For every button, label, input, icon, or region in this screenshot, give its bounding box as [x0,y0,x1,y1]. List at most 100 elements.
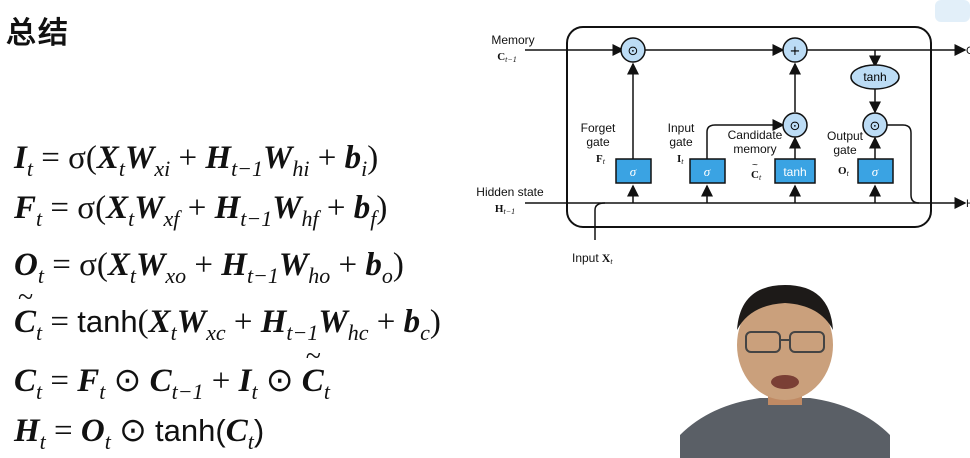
paren: ( [95,190,107,226]
variable-subscript: t [247,429,254,454]
operator: ⊙ [257,363,302,399]
variable-subscript: xo [165,263,187,288]
variable-subscript: t [37,263,44,288]
math-variable: Wxi [125,140,170,180]
paren: ( [96,247,108,283]
variable-subscript: t [323,379,330,404]
paren: ) [429,304,441,340]
math-variable: Xt [96,140,125,180]
variable-symbol: X [148,304,171,340]
right-edge-c: C [966,45,970,57]
activation-function: σ [77,190,96,226]
operator: + [318,190,354,226]
variable-symbol: C [14,363,37,399]
variable-subscript: t [26,156,33,181]
forget-gate-label-2: gate [586,135,610,149]
math-variable: Wxo [136,247,186,287]
output-gate-label-1: Output [827,129,864,143]
variable-subscript: i [361,156,368,181]
variable-symbol: C [225,413,248,449]
math-variable: Wxc [176,304,226,344]
slide-title: 总结 [6,16,70,51]
variable-subscript: t−1 [246,263,279,288]
function-name: tanh( [155,413,226,448]
variable-symbol: W [176,304,207,340]
math-variable: Ot [14,247,44,287]
operator: + [309,140,345,176]
candidate-label-2: memory [733,142,776,156]
variable-subscript: t [104,429,111,454]
odot-symbol: ⊙ [870,119,881,134]
operator: + [225,304,261,340]
input-gate-label-2: gate [669,135,693,149]
math-variable: Ct [14,363,42,403]
math-variable: Wxf [134,190,179,230]
operator: + [203,363,239,399]
paren: ) [367,140,379,176]
variable-symbol: b [353,190,371,226]
input-multiply-icon [782,112,808,138]
math-variable: Ft [77,363,105,403]
equation-row: Ot = σ(XtWxo + Ht−1Who + bo) [14,247,404,287]
math-variable: Ht−1 [221,247,279,287]
equals-sign: = [42,304,78,340]
hidden-state-var: Ht−1 [495,203,515,216]
variable-symbol: W [278,247,309,283]
variable-subscript: xc [206,320,226,345]
output-gate-label-2: gate [833,143,857,157]
presenter-video [680,285,890,458]
candidate-var: Ct [751,169,762,182]
math-variable: Ht−1 [205,140,263,180]
variable-subscript: hi [292,156,310,181]
memory-label: Memory [491,33,534,47]
math-variable: Whi [263,140,309,180]
variable-subscript: t−1 [240,206,273,231]
variable-subscript: t [36,379,43,404]
variable-symbol: C [302,341,324,400]
presenter-hair [737,285,833,330]
presenter-shirt [680,398,890,458]
variable-symbol: W [136,247,166,283]
variable-symbol: b [365,247,382,283]
variable-symbol: F [14,190,37,226]
math-variable: Ft [14,190,42,230]
input-sigma: σ [704,164,711,179]
variable-subscript: t [128,206,135,231]
variable-symbol: C [14,282,36,341]
input-gate-box [689,158,726,184]
variable-subscript: t [39,429,46,454]
memory-add-icon [782,37,808,63]
lstm-diagram: ⊙ + ⊙ ⊙ tanh σ σ tanh σ Memory Ct−1 Hidd… [476,26,970,266]
tanh-label: tanh [863,70,886,84]
activation-function: σ [68,140,86,176]
math-variable: Ct [14,282,42,344]
variable-symbol: H [205,140,232,176]
equals-sign: = [43,247,80,283]
hidden-state-label: Hidden state [476,185,544,199]
variable-symbol: C [149,363,172,399]
variable-subscript: t [129,263,137,288]
math-variable: Whf [272,190,318,230]
variable-symbol: H [14,413,40,449]
variable-subscript: t−1 [171,379,204,404]
variable-symbol: W [272,190,302,226]
math-variable: bo [365,247,393,287]
forget-gate-label-1: Forget [581,121,616,135]
equals-sign: = [42,190,78,226]
variable-subscript: t−1 [231,156,264,181]
math-variable: Ht [14,413,46,453]
math-variable: Who [278,247,330,287]
math-variable: Xt [107,247,136,287]
glasses-icon [745,331,781,353]
watermark-icon [935,0,970,22]
variable-subscript: o [381,263,393,288]
math-variable: bf [353,190,377,230]
variable-symbol: X [96,140,119,176]
output-sigma: σ [872,164,879,179]
plus-symbol: + [790,44,801,59]
variable-symbol: W [318,304,348,340]
candidate-tanh: tanh [783,165,806,179]
equals-sign: = [42,363,78,399]
variable-symbol: X [107,247,130,283]
